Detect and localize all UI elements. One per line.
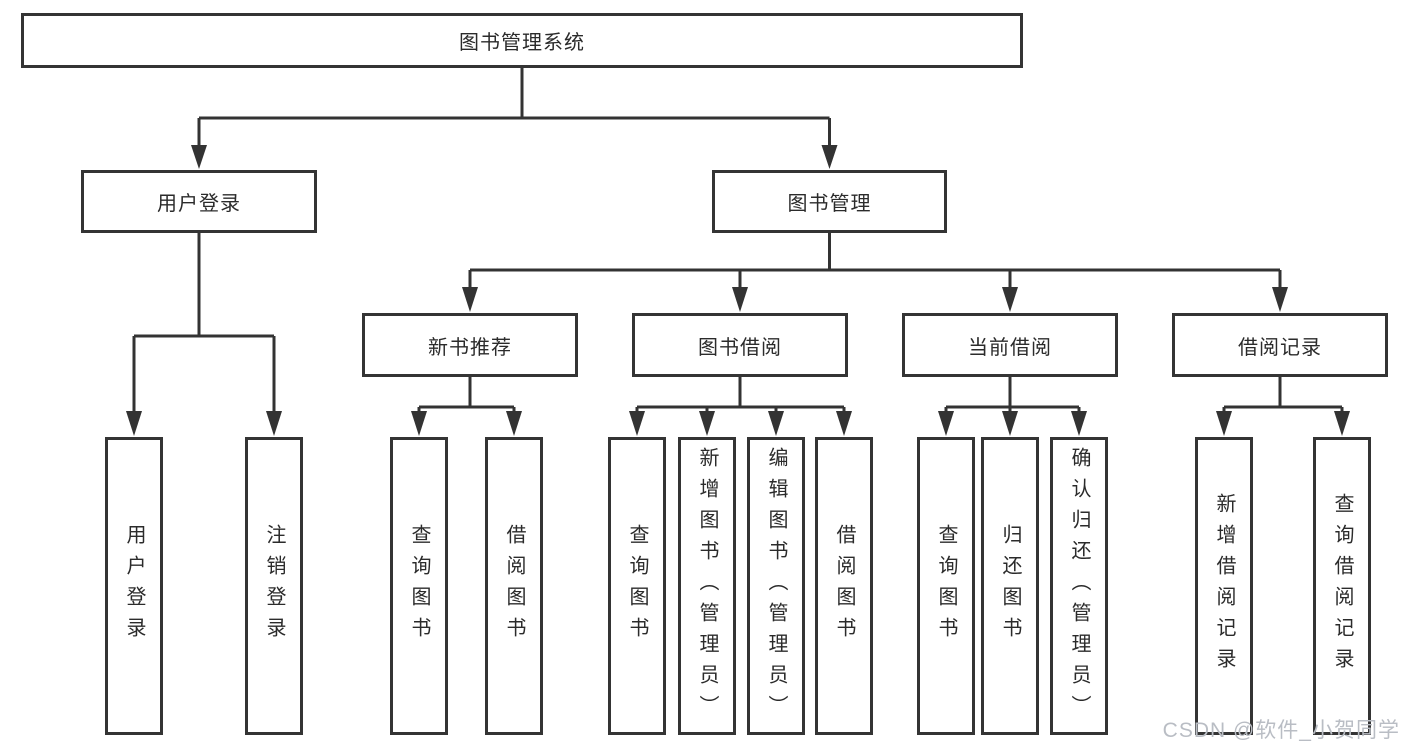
connector-current-borrowing-group: [938, 377, 1087, 436]
node-current-borrowing: 当前借阅: [902, 313, 1118, 377]
node-borrow-books: 借阅图书: [815, 437, 873, 735]
node-label: 归还图书: [999, 524, 1021, 648]
node-return-books: 归还图书: [981, 437, 1039, 735]
node-label: 查询图书: [408, 524, 430, 648]
node-label: 查询借阅记录: [1331, 493, 1353, 679]
node-add-borrow-record: 新增借阅记录: [1195, 437, 1253, 735]
watermark-text: CSDN @软件_小贺同学: [1162, 719, 1400, 742]
node-new-book-recommend: 新书推荐: [362, 313, 578, 377]
node-user-login-leaf: 用户登录: [105, 437, 163, 735]
node-label: 查询图书: [935, 524, 957, 648]
node-label: 确认归还（管理员）: [1068, 446, 1090, 726]
connector-new-book-recommend-group: [411, 377, 522, 436]
node-borrowing-records: 借阅记录: [1172, 313, 1388, 377]
node-edit-books-admin: 编辑图书（管理员）: [747, 437, 805, 735]
node-label: 图书借阅: [698, 336, 782, 359]
node-label: 编辑图书（管理员）: [765, 446, 787, 726]
node-confirm-return-admin: 确认归还（管理员）: [1050, 437, 1108, 735]
node-recommend-query-books: 查询图书: [390, 437, 448, 735]
node-label: 图书管理: [787, 193, 872, 215]
node-book-management: 图书管理: [712, 170, 947, 233]
node-borrowing-query-books: 查询图书: [608, 437, 666, 735]
node-label: 图书管理系统: [459, 32, 585, 54]
connector-book-borrowing-group: [629, 377, 852, 436]
connector-borrowing-records-group: [1216, 377, 1350, 436]
node-label: 用户登录: [123, 524, 145, 648]
node-label: 查询图书: [626, 524, 648, 648]
node-logout: 注销登录: [245, 437, 303, 735]
node-add-books-admin: 新增图书（管理员）: [678, 437, 736, 735]
node-label: 新增借阅记录: [1213, 493, 1235, 679]
node-label: 用户登录: [157, 193, 241, 215]
node-label: 当前借阅: [968, 336, 1052, 359]
node-label: 注销登录: [263, 524, 285, 648]
connector-book-management-group: [462, 233, 1288, 312]
node-book-borrowing: 图书借阅: [632, 313, 848, 377]
node-label: 借阅图书: [503, 524, 525, 648]
connector-root-to-level1: [191, 68, 838, 169]
node-label: 新书推荐: [428, 336, 512, 359]
node-library-management-system: 图书管理系统: [21, 13, 1023, 68]
node-recommend-borrow-books: 借阅图书: [485, 437, 543, 735]
node-label: 新增图书（管理员）: [696, 446, 718, 726]
connector-user-login-group: [126, 233, 282, 436]
node-label: 借阅图书: [833, 524, 855, 648]
node-current-query-books: 查询图书: [917, 437, 975, 735]
node-user-login: 用户登录: [81, 170, 317, 233]
node-query-borrow-record: 查询借阅记录: [1313, 437, 1371, 735]
node-label: 借阅记录: [1238, 336, 1322, 359]
